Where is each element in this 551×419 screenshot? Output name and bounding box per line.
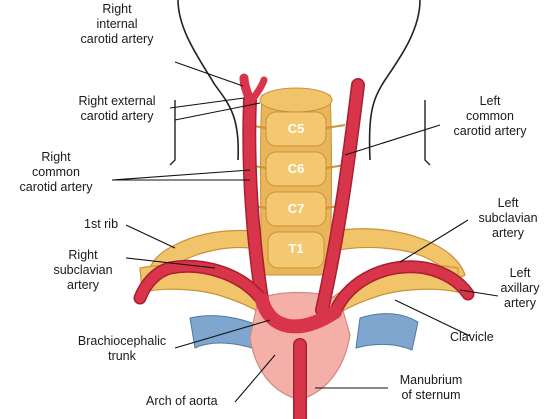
- vertebra-label-c5: C5: [276, 121, 316, 136]
- vertebra-label-c6: C6: [276, 161, 316, 176]
- vertebra-label-c7: C7: [276, 201, 316, 216]
- label-left-axillary-artery: Left axillary artery: [490, 266, 550, 311]
- label-arch-of-aorta: Arch of aorta: [146, 394, 218, 409]
- neck-outline-right: [370, 0, 420, 160]
- label-manubrium-of-sternum: Manubrium of sternum: [386, 373, 476, 403]
- label-left-common-carotid-artery: Left common carotid artery: [434, 94, 546, 139]
- shoulder-outline-right: [425, 100, 430, 165]
- label-left-subclavian-artery: Left subclavian artery: [466, 196, 550, 241]
- label-right-external-carotid-artery: Right external carotid artery: [62, 94, 172, 124]
- label-right-subclavian-artery: Right subclavian artery: [40, 248, 126, 293]
- label-right-common-carotid-artery: Right common carotid artery: [0, 150, 112, 195]
- label-right-internal-carotid-artery: Right internal carotid artery: [62, 2, 172, 47]
- vertebra-label-t1: T1: [276, 241, 316, 256]
- label-first-rib: 1st rib: [84, 217, 118, 232]
- cartilage-right: [356, 314, 418, 350]
- label-brachiocephalic-trunk: Brachiocephalic trunk: [70, 334, 174, 364]
- label-clavicle: Clavicle: [450, 330, 494, 345]
- neck-outline-left: [178, 0, 238, 160]
